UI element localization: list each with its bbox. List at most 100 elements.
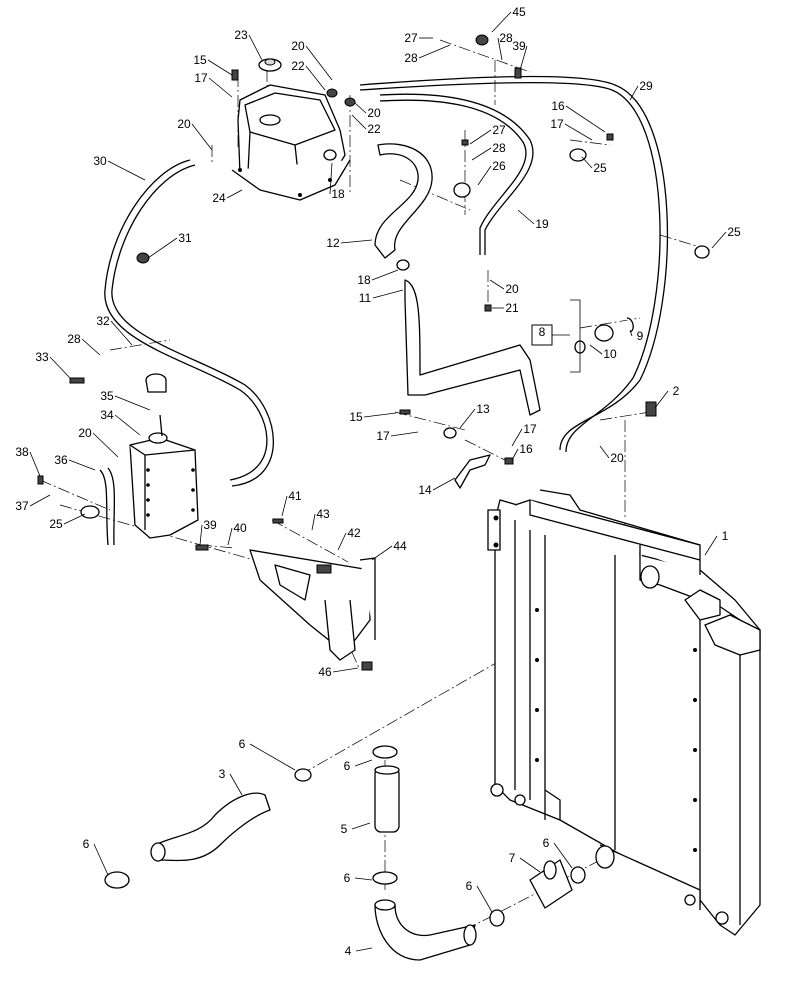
leader-c34 [114,414,141,436]
leader-c28d [81,338,101,356]
leader-c25b [581,156,593,169]
callout-c20c: 20 [367,106,381,120]
leader-c46 [332,667,359,673]
leader-c13 [459,408,476,429]
leader-c17b [564,123,593,141]
callout-c6e: 6 [466,879,473,893]
callout-c45: 45 [512,5,526,19]
leader-c1 [704,535,718,556]
callout-c35: 35 [100,389,114,403]
leader-lines [29,11,727,952]
leader-c20a [191,123,213,151]
leader-c22b [351,114,367,130]
callout-c6d: 6 [344,871,351,885]
leader-c6f [553,842,573,869]
callout-c46: 46 [318,665,332,679]
leader-c39b [199,524,203,546]
clamps [37,34,710,927]
leader-c30 [107,160,146,181]
callout-c11: 11 [359,291,372,305]
leader-c29 [629,85,639,101]
leader-c45 [491,11,512,33]
callout-c27a: 27 [404,31,418,45]
overflow-bottle [129,373,199,539]
callout-c28c: 28 [492,141,506,155]
callout-c8: 8 [539,325,546,339]
callout-c20b: 20 [291,39,305,53]
leader-c6d [354,877,373,881]
callout-c40: 40 [233,521,247,535]
leader-c5 [351,822,371,830]
leader-c9 [629,329,633,337]
callout-c28b: 28 [499,31,513,45]
leader-c38 [29,451,41,477]
callout-c13: 13 [476,402,490,416]
callout-c10: 10 [603,347,617,361]
leader-c39a [519,45,528,71]
leader-c6b [354,759,373,767]
hoses [99,75,669,961]
leader-c4 [355,947,373,952]
leader-c3 [229,773,243,796]
leader-c20f [599,445,610,459]
leader-c28c [471,147,492,161]
leader-c20c [354,102,367,114]
callout-c20f: 20 [610,451,624,465]
callout-c29: 29 [639,79,653,93]
callout-c16a: 16 [551,99,565,113]
callout-c17a: 17 [194,71,208,85]
leader-c23 [248,34,263,61]
callout-c26: 26 [492,159,506,173]
leader-c20b [305,45,333,81]
leader-c17c [390,431,419,437]
callout-c6f: 6 [543,836,550,850]
leader-c7 [519,857,541,873]
callout-c25c: 25 [49,517,63,531]
leader-c11 [372,289,404,299]
leader-c37 [29,494,51,507]
leader-c6e [476,885,493,913]
callout-c5: 5 [341,822,348,836]
callout-c42: 42 [347,526,361,540]
leader-c32 [110,320,133,346]
callout-c15a: 15 [193,53,207,67]
callout-c4: 4 [345,944,352,958]
leader-c6c [93,843,109,876]
leader-c35 [114,395,151,411]
leader-c2 [654,390,669,409]
leader-c18a [329,162,333,195]
callout-c19: 19 [535,217,549,231]
callout-c27b: 27 [492,123,506,137]
callout-c37: 37 [15,499,29,513]
callout-c23: 23 [234,28,248,42]
callout-c2: 2 [673,384,680,398]
leader-c41 [281,495,288,517]
leader-c36 [68,459,96,471]
callout-c6b: 6 [344,759,351,773]
callout-c9: 9 [637,329,644,343]
callout-c18a: 18 [331,187,345,201]
leader-c28b [497,37,503,61]
callout-c36: 36 [54,453,68,467]
leader-c16b [511,448,519,461]
callout-c7: 7 [509,851,516,865]
callout-c12: 12 [326,236,340,250]
leader-c25c [63,513,86,525]
leader-c43 [311,513,316,531]
reservoir-tank [231,58,351,201]
leader-c20e [489,279,505,290]
leader-c19 [517,209,535,225]
leader-c44 [371,545,393,561]
callout-c33: 33 [35,350,49,364]
leader-c20d [92,432,119,458]
callout-c41: 41 [288,489,302,503]
leader-c16a [565,105,606,133]
callout-c24: 24 [212,191,226,205]
callout-c34: 34 [100,408,114,422]
callout-c39a: 39 [512,39,526,53]
leader-c17a [208,77,233,98]
callout-c20a: 20 [177,117,191,131]
callout-c30: 30 [93,154,107,168]
